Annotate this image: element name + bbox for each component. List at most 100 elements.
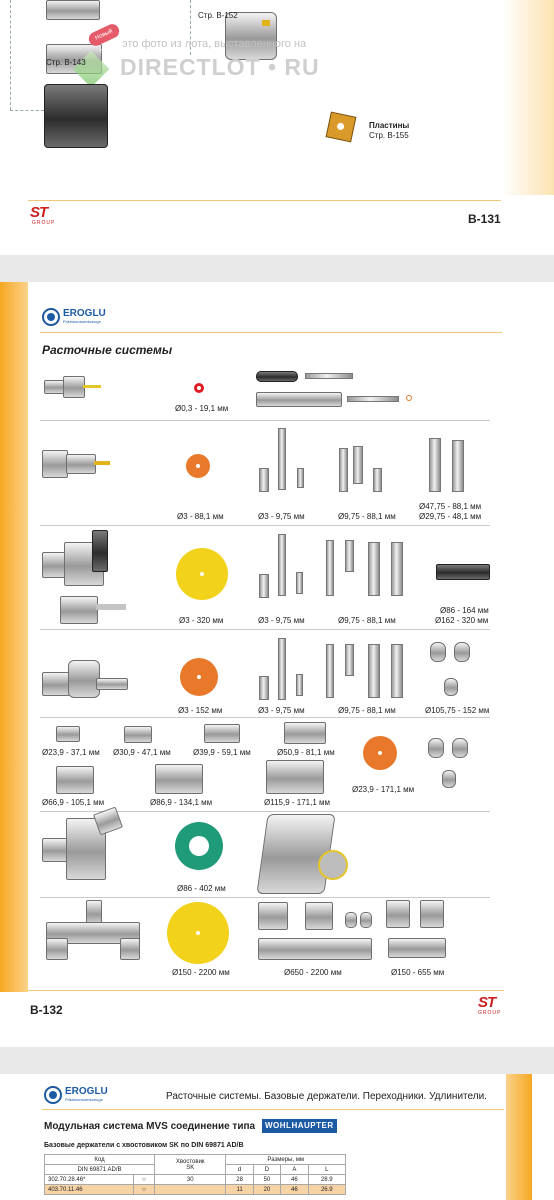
eroglu-logo-icon-bottom [44, 1086, 62, 1104]
row2-boring-bar-2 [353, 446, 363, 484]
st-group-logo: ST [30, 204, 48, 221]
row7-block-1 [258, 902, 288, 930]
row2-holder-bar-1 [429, 438, 441, 492]
watermark-site: DIRECTLOT • RU [120, 54, 320, 80]
row5-head-5 [56, 766, 94, 794]
row4-boring-bar-4 [391, 644, 403, 698]
row3-clamp [92, 530, 108, 572]
mvs-title: Модульная система MVS соединение типа [44, 1121, 256, 1132]
watermark-line: это фото из лота, выставленного на [122, 38, 307, 50]
module-image-lower [44, 84, 108, 148]
row1-bar-b [347, 396, 399, 402]
th-dims: Размеры, мм [225, 1154, 346, 1165]
row3-large-head [436, 564, 490, 580]
cell-code: 302.70.28.46* [44, 1174, 134, 1185]
row7-block-3 [386, 900, 410, 928]
th-code: Код [43, 1154, 156, 1165]
th-D: D [252, 1164, 282, 1175]
row3-bar-short [259, 574, 269, 598]
cell-L: 28.9 [307, 1174, 347, 1185]
row4-boring-bar-3 [368, 644, 380, 698]
row2-bar-short [259, 468, 269, 492]
page-number-b132: B-132 [30, 1003, 63, 1017]
orange-left-band [0, 282, 28, 992]
row5-ring-3 [442, 770, 456, 788]
row4-boring-bar-1 [326, 644, 334, 698]
row1-disc [194, 383, 204, 393]
row5-head-1 [56, 726, 80, 742]
mvs-subtitle: Базовые держатели с хвостовиком SK по DI… [44, 1142, 244, 1149]
cell-d: 11 [225, 1184, 254, 1195]
row4-range3: Ø9,75 - 88,1 мм [338, 706, 396, 715]
row2-holder [42, 450, 68, 478]
row-separator-2 [40, 525, 490, 526]
row-separator-5 [40, 811, 490, 812]
row5-h3: Ø39,9 - 59,1 мм [193, 748, 251, 757]
row2-boring-bar-3 [373, 468, 382, 492]
row5-disc-range: Ø23,9 - 171,1 мм [352, 785, 415, 794]
cell-mark: ○ [132, 1184, 156, 1195]
row1-shank [256, 392, 342, 407]
st-group-sub: GROUP [32, 220, 56, 226]
row-separator-3 [40, 629, 490, 630]
row7-slide-right [120, 938, 140, 960]
header-rule-bottom [42, 1109, 504, 1110]
row4-boring-bar-2 [345, 644, 354, 676]
new-product-badge: Новый продукт [86, 21, 122, 55]
row4-shank [96, 678, 128, 690]
row5-h5: Ø66,9 - 105,1 мм [42, 798, 105, 807]
cell-A: 46 [280, 1184, 309, 1195]
row3-tip-lower [96, 604, 126, 610]
row2-range2: Ø3 - 9,75 мм [258, 512, 305, 521]
row7-block-4 [420, 900, 444, 928]
row7-range1: Ø150 - 2200 мм [172, 968, 230, 977]
row3-bar-long [278, 534, 286, 596]
plates-ref: Стр. B-155 [369, 131, 409, 140]
row3-range3: Ø9,75 - 88,1 мм [338, 616, 396, 625]
th-L: L [307, 1164, 347, 1175]
row7-small-2 [360, 912, 372, 928]
eroglu-name-bottom: EROGLU [65, 1086, 108, 1097]
row3-boring-bar-4 [391, 542, 403, 596]
row5-h2: Ø30,9 - 47,1 мм [113, 748, 171, 757]
wohlhaupter-logo: WOHLHAUPTER [262, 1119, 337, 1133]
row2-range4a: Ø47,75 - 88,1 мм [419, 502, 482, 511]
ref-b152: Стр. B-152 [198, 11, 238, 20]
table-row: 302.70.28.46* ○ 30 28 50 46 28.9 [44, 1174, 347, 1185]
row4-bar-short [259, 676, 269, 700]
dashed-guide-2 [190, 0, 191, 55]
row4-holder [42, 672, 70, 696]
ref-b143: Стр. B-143 [46, 58, 86, 67]
row4-ring-3 [444, 678, 458, 696]
section-title: Расточные системы [42, 343, 173, 357]
page-header-text: Расточные системы. Базовые держатели. Пе… [166, 1091, 487, 1102]
row3-holder-lower [60, 596, 98, 624]
th-shank-label: Хвостовик [175, 1158, 205, 1165]
row7-bridge-2 [258, 938, 372, 960]
cell-code: 403.70.11.46 [44, 1184, 134, 1195]
row2-disc [186, 454, 210, 478]
eroglu-name: EROGLU [63, 308, 106, 319]
row3-holder-upper [42, 552, 66, 578]
cell-A: 46 [280, 1174, 309, 1185]
row2-bar-long [278, 428, 286, 490]
cell-sk [154, 1184, 227, 1195]
dashed-guide [10, 0, 11, 110]
module-image-top [46, 0, 100, 20]
eroglu-tagline-bottom: Präzisionswerkzeuge [65, 1097, 103, 1102]
row2-boring-bar-1 [339, 448, 348, 492]
row2-bar-mini [297, 468, 304, 488]
page-number-b131: B-131 [468, 212, 501, 226]
row7-range3: Ø150 - 655 мм [391, 968, 445, 977]
row2-range4b: Ø29,75 - 48,1 мм [419, 512, 482, 521]
row7-range2: Ø650 - 2200 мм [284, 968, 342, 977]
row6-range: Ø86 - 402 мм [177, 884, 226, 893]
row4-range2: Ø3 - 9,75 мм [258, 706, 305, 715]
plates-title: Пластины [369, 121, 410, 130]
cell-mark: ○ [132, 1174, 156, 1185]
row7-bridge [46, 922, 140, 944]
row5-head-2 [124, 726, 152, 743]
row2-range1: Ø3 - 88,1 мм [177, 512, 224, 521]
eroglu-tagline: Präzisionswerkzeuge [63, 319, 101, 324]
